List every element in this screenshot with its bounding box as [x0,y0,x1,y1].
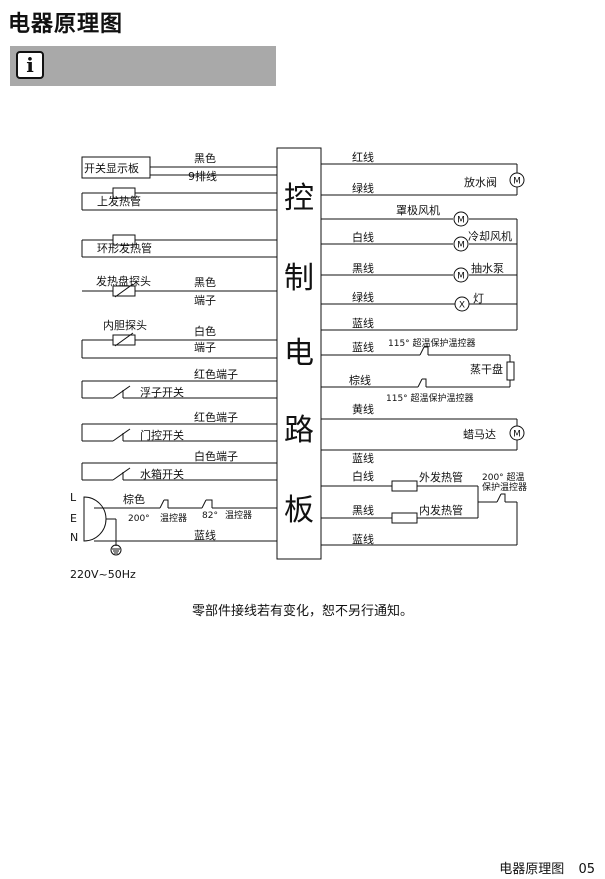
pin-n: N [70,531,78,544]
blue-wire-2-label: 蓝线 [352,340,374,354]
wax-motor-icon [509,425,525,441]
plate-probe-wire-term: 端子 [194,294,216,307]
thermostat-200-temp: 200° [128,514,150,524]
protector-115-bottom: 115° 超温保护温控器 [386,392,474,404]
white-wire-2-label: 白线 [352,469,374,483]
door-switch-label: 门控开关 [140,428,184,442]
drain-valve-motor-icon [509,172,525,188]
lamp-icon [454,296,470,312]
pin-l: L [70,491,77,504]
plate-probe-wire-color: 黑色 [194,275,216,289]
wax-motor-label: 蜡马达 [463,428,496,441]
board-char: 电 [284,336,314,371]
brown-wire-right-label: 棕线 [349,373,371,387]
green-wire-2-label: 绿线 [352,290,374,304]
ring-heater-label: 环形发热管 [97,241,152,255]
float-switch-label: 浮子开关 [140,385,184,399]
motor-letter: M [457,272,465,282]
tank-switch-wire: 白色端子 [194,449,238,463]
green-wire-label: 绿线 [352,181,374,195]
board-char: 路 [284,413,314,448]
motor-letter: M [513,430,521,440]
display-wire-color: 黑色 [194,151,216,165]
protector-200-label: 保护温控器 [482,481,527,493]
liner-probe-label: 内胆探头 [103,318,147,332]
upper-heater-label: 上发热管 [97,194,141,208]
red-wire-label: 红线 [352,150,374,164]
ground-symbol [110,544,122,556]
outer-heater-element [391,480,418,492]
pump-label: 抽水泵 [471,261,504,275]
blue-wire-1-label: 蓝线 [352,316,374,330]
power-rating: 220V~50Hz [70,568,136,581]
cooling-fan-label: 冷却风机 [468,229,512,243]
inner-heater-element [391,512,418,524]
page-number: 05 [578,862,595,877]
motor-letter: M [513,177,521,187]
blue-wire-label: 蓝线 [194,528,216,542]
board-char: 板 [284,493,314,528]
motor-letter: M [457,241,465,251]
inner-heater-label: 内发热管 [419,503,463,517]
thermostat-82-temp: 82° [202,511,218,521]
motor-letter: M [457,216,465,226]
board-char: 控 [284,181,314,216]
upper-heater-element [112,187,136,199]
info-banner: i [10,46,276,86]
page-title: 电器原理图 [8,12,124,37]
white-wire-label: 白线 [352,230,374,244]
hood-fan-label: 罩极风机 [396,203,440,217]
black-wire-label: 黑线 [352,261,374,275]
door-switch-wire: 红色端子 [194,410,238,424]
pump-motor-icon [453,267,469,283]
steam-plate-element [506,361,515,381]
liner-probe-wire-term: 端子 [194,341,216,354]
board-char: 制 [284,261,314,296]
liner-probe-wire-color: 白色 [194,324,216,338]
steam-plate-label: 蒸干盘 [470,362,503,376]
black-wire-2-label: 黑线 [352,503,374,517]
wiring-diagram: M M M M X M 控 制 电 路 板 开关显示板 黑色 9排线 上发热管 … [70,147,527,581]
display-board-label: 开关显示板 [84,161,139,175]
thermostat-82-label: 温控器 [225,509,252,521]
protector-115-top: 115° 超温保护温控器 [388,337,476,349]
power-plug [83,496,107,542]
plate-probe-label: 发热盘探头 [96,274,151,288]
control-board [276,147,322,560]
change-notice: 零部件接线若有变化，恕不另行通知。 [191,604,413,619]
hood-fan-motor-icon [453,211,469,227]
ring-heater-element [112,234,136,246]
blue-wire-3-label: 蓝线 [352,451,374,465]
brown-wire-label: 棕色 [123,492,145,506]
blue-wire-4-label: 蓝线 [352,532,374,546]
lamp-label: 灯 [473,292,484,305]
info-icon: i [16,51,44,79]
protector-200-temp: 200° 超温 [482,471,525,483]
thermostat-200-label: 温控器 [160,512,187,524]
tank-switch-label: 水箱开关 [140,467,184,481]
yellow-wire-label: 黄线 [352,402,374,416]
outer-heater-label: 外发热管 [419,470,463,484]
page-footer: 电器原理图 05 [499,858,595,877]
lamp-letter: X [459,301,465,311]
drain-valve-label: 放水阀 [464,175,497,189]
pin-e: E [70,512,77,525]
display-wire-type: 9排线 [188,169,217,183]
footer-label: 电器原理图 [499,862,565,877]
cooling-fan-motor-icon [453,236,469,252]
float-switch-wire: 红色端子 [194,367,238,381]
